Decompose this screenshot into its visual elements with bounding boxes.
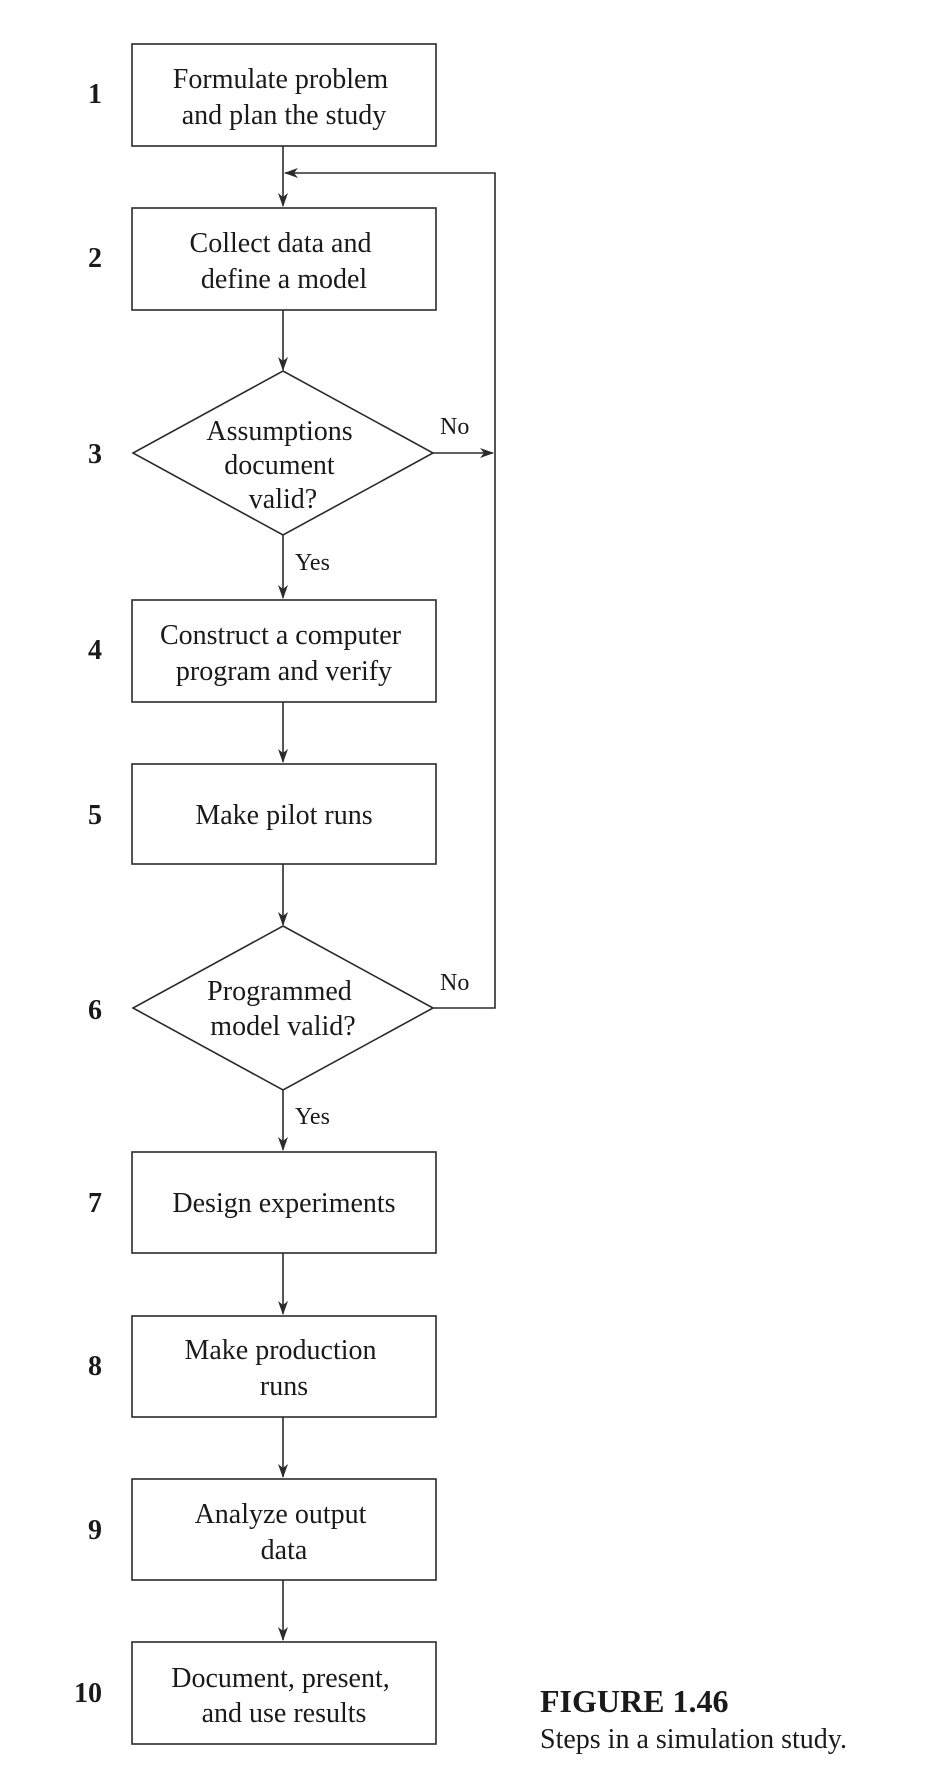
- node-line: Make production: [184, 1335, 376, 1366]
- node-line: Formulate problem: [173, 64, 389, 95]
- decision-diamond: [131, 370, 435, 536]
- node-line: data: [261, 1535, 308, 1566]
- process-box: [131, 1478, 437, 1581]
- step-5: Make pilot runs 5: [88, 763, 437, 865]
- step-number: 6: [88, 995, 102, 1026]
- no-label: No: [440, 414, 469, 440]
- decision-diamond: [131, 925, 435, 1091]
- step-9: Analyze output data 9: [88, 1478, 437, 1581]
- svg-text:Make production runs: Make production runs: [184, 1335, 383, 1402]
- node-line: program and verify: [176, 656, 392, 687]
- step-number: 4: [88, 635, 102, 666]
- node-line: Collect data and: [190, 228, 372, 259]
- node-line: Analyze output: [195, 1499, 367, 1530]
- step-number: 3: [88, 439, 102, 470]
- process-box: [131, 599, 437, 703]
- node-line: Design experiments: [172, 1188, 395, 1219]
- svg-text:Collect data and define: Collect data and define a model: [190, 228, 379, 295]
- node-line: Assumptions: [206, 416, 352, 447]
- svg-text:Document, present, and u: Document, present, and use results: [171, 1663, 397, 1729]
- node-line: Programmed: [207, 976, 352, 1007]
- node-line: Document, present,: [171, 1663, 390, 1694]
- caption-title: FIGURE 1.46: [540, 1683, 728, 1719]
- step-number: 7: [88, 1188, 102, 1219]
- step-number: 1: [88, 79, 102, 110]
- node-line: valid?: [249, 484, 317, 515]
- process-box: [131, 43, 437, 147]
- step-8: Make production runs 8: [88, 1315, 437, 1418]
- step-number: 2: [88, 243, 102, 274]
- node-line: Make pilot runs: [195, 800, 372, 831]
- step-6: Programmed model valid? 6 No Yes: [88, 925, 469, 1130]
- figure-caption: FIGURE 1.46 Steps in a simulation study.: [540, 1683, 847, 1755]
- svg-text:Construct a computer pro: Construct a computer program and verify: [160, 620, 408, 687]
- process-box: [131, 1315, 437, 1418]
- feedback-loop-line: [284, 168, 496, 1009]
- node-line: runs: [260, 1371, 308, 1402]
- step-10: Document, present, and use results 10: [74, 1641, 437, 1745]
- connectors: [278, 146, 496, 1641]
- step-3: Assumptions document valid? 3 No Yes: [88, 370, 469, 576]
- step-1: Formulate problem and plan the study 1: [88, 43, 437, 147]
- step-number: 10: [74, 1678, 102, 1709]
- step-number: 5: [88, 800, 102, 831]
- no-label: No: [440, 970, 469, 996]
- step-number: 8: [88, 1351, 102, 1382]
- step-number: 9: [88, 1515, 102, 1546]
- process-box: [131, 1151, 437, 1254]
- caption-text: Steps in a simulation study.: [540, 1724, 847, 1755]
- svg-text:Analyze output data: Analyze output data: [195, 1499, 374, 1566]
- svg-text:Formulate problem and pl: Formulate problem and plan the study: [173, 64, 395, 131]
- node-line: Construct a computer: [160, 620, 402, 651]
- yes-label: Yes: [295, 550, 330, 576]
- process-box: [131, 763, 437, 865]
- yes-label: Yes: [295, 1104, 330, 1130]
- node-line: and use results: [202, 1698, 367, 1729]
- node-line: define a model: [201, 264, 368, 295]
- node-line: model valid?: [210, 1011, 355, 1042]
- svg-text:Assumptions document: Assumptions document valid?: [206, 416, 359, 515]
- svg-text:Make pilot runs: Make pilot runs: [195, 800, 372, 831]
- step-4: Construct a computer program and verify …: [88, 599, 437, 703]
- step-2: Collect data and define a model 2: [88, 207, 437, 311]
- step-7: Design experiments 7: [88, 1151, 437, 1254]
- node-line: and plan the study: [182, 100, 387, 131]
- process-box: [131, 207, 437, 311]
- svg-text:Design experiments: Design experiments: [172, 1188, 395, 1219]
- node-line: document: [224, 450, 335, 481]
- svg-text:Programmed model valid?: Programmed model valid?: [207, 976, 359, 1042]
- process-box: [131, 1641, 437, 1745]
